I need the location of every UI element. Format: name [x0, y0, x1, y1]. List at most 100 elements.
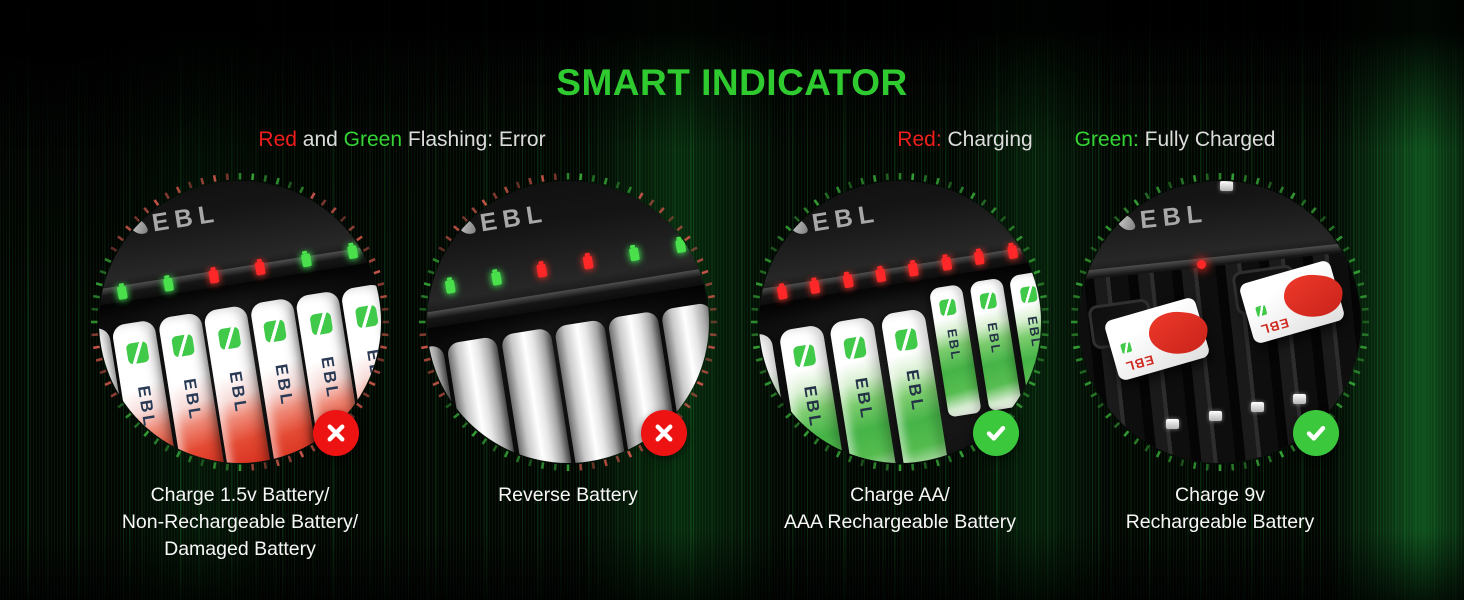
- battery-logo-square: [263, 319, 288, 344]
- legend-charged-text: Fully Charged: [1138, 128, 1276, 151]
- check-icon: [1306, 425, 1326, 441]
- ring-tick: [1205, 463, 1209, 471]
- ring-tick: [591, 462, 596, 469]
- battery-brand-text: EBL: [944, 327, 965, 362]
- ring-tick: [1243, 462, 1248, 469]
- indicator-light-green: [490, 271, 502, 286]
- battery-red-swoosh: [1147, 308, 1210, 357]
- charger-contact: [1166, 419, 1180, 430]
- ring-tick: [1073, 294, 1080, 299]
- ring-tick: [419, 333, 427, 337]
- battery-logo-square: [843, 335, 868, 360]
- ring-tick: [579, 463, 583, 471]
- ring-tick: [553, 173, 557, 181]
- ring-tick: [91, 307, 99, 311]
- error-badge: [313, 410, 359, 456]
- legend-charging-text: Charging: [941, 128, 1033, 151]
- battery-brand-text: EBL: [800, 384, 826, 430]
- ring-tick: [419, 307, 427, 311]
- caption-line: Rechargeable Battery: [1125, 511, 1315, 533]
- ring-tick: [1231, 173, 1235, 181]
- battery-brand-text: EBL: [134, 385, 160, 431]
- ring-tick: [225, 173, 229, 181]
- indicator-light-green: [162, 277, 174, 292]
- ring-tick: [1073, 345, 1080, 350]
- battery-brand-text: EBL: [363, 348, 381, 395]
- ring-tick: [381, 307, 389, 311]
- success-badge: [1293, 410, 1339, 456]
- battery-brand-text: EBL: [1258, 315, 1291, 338]
- red-indicator-light: [1197, 259, 1207, 269]
- indicator-light-green: [674, 238, 686, 254]
- ring-tick: [947, 455, 953, 463]
- ring-tick: [540, 462, 545, 469]
- ring-tick: [1040, 345, 1047, 350]
- battery-logo-square: [939, 298, 958, 317]
- indicator-light-red: [1006, 244, 1018, 260]
- ring-tick: [212, 462, 217, 469]
- legend-error-flashing: Red and Green Flashing: Error: [258, 128, 545, 152]
- caption-line: Charge 9v: [1175, 484, 1265, 506]
- ring-tick: [91, 333, 99, 337]
- ring-tick: [380, 294, 387, 299]
- panel-charge-9v: EBL EBL EBL Charge 9v Rechargeable Batte…: [1070, 172, 1370, 536]
- ring-tick: [751, 333, 759, 337]
- legend-green-label: Green:: [1074, 128, 1139, 151]
- indicator-light-red: [254, 260, 266, 276]
- ring-tick: [708, 294, 715, 299]
- legend-word-and: and: [296, 128, 344, 151]
- ring-tick: [1040, 294, 1047, 299]
- battery-logo-square: [759, 351, 766, 376]
- battery-brand-text: EBL: [99, 392, 114, 438]
- indicator-light-green: [628, 247, 640, 262]
- battery-red-swoosh: [1282, 272, 1345, 321]
- ring-tick: [225, 463, 229, 471]
- ring-tick: [709, 307, 717, 311]
- battery-logo-square: [792, 343, 817, 368]
- legend-red-charging: Red: Charging: [897, 128, 1032, 152]
- ring-tick: [923, 462, 928, 469]
- check-icon: [986, 425, 1006, 441]
- battery-logo-square: [894, 327, 919, 352]
- ring-tick: [93, 345, 100, 350]
- caption-charge-9v: Charge 9v Rechargeable Battery: [1070, 482, 1370, 536]
- battery-brand-text: EBL: [271, 363, 298, 409]
- caption-line: AAA Rechargeable Battery: [784, 511, 1016, 533]
- ring-tick: [380, 345, 387, 350]
- photo-circle: EBL EBL EBL: [1070, 172, 1370, 472]
- indicator-light-red: [582, 255, 594, 270]
- ring-tick: [1360, 345, 1367, 350]
- ring-tick: [1360, 294, 1367, 299]
- caption-reverse-battery: Reverse Battery: [418, 482, 718, 509]
- indicator-light-green: [300, 252, 312, 268]
- cross-icon: [655, 424, 673, 442]
- battery-logo-square: [1019, 285, 1039, 304]
- ring-tick: [263, 462, 268, 469]
- ring-tick: [1361, 307, 1369, 311]
- battery-brand-text: EBL: [1024, 315, 1041, 350]
- battery-logo-square: [979, 291, 998, 311]
- ring-tick: [1205, 173, 1209, 181]
- battery-brand-text: EBL: [851, 376, 878, 422]
- battery-brand-text: EBL: [759, 392, 775, 438]
- battery-brand-text: EBL: [225, 370, 252, 417]
- battery-logo-square: [354, 304, 379, 329]
- error-badge: [641, 410, 687, 456]
- battery-brand-text: EBL: [317, 356, 344, 402]
- caption-line: Damaged Battery: [164, 538, 316, 560]
- legend-word-green: Green: [343, 128, 403, 151]
- indicator-light-red: [973, 250, 985, 265]
- battery-brand-text: EBL: [1123, 351, 1156, 375]
- ring-tick: [970, 444, 976, 452]
- battery-logo-square: [217, 326, 242, 351]
- indicator-light-green: [346, 244, 358, 260]
- indicator-light-red: [940, 256, 953, 271]
- ring-tick: [1071, 333, 1079, 337]
- ring-tick: [751, 307, 759, 311]
- legend-word-red: Red: [258, 128, 297, 151]
- ring-tick: [1041, 333, 1049, 337]
